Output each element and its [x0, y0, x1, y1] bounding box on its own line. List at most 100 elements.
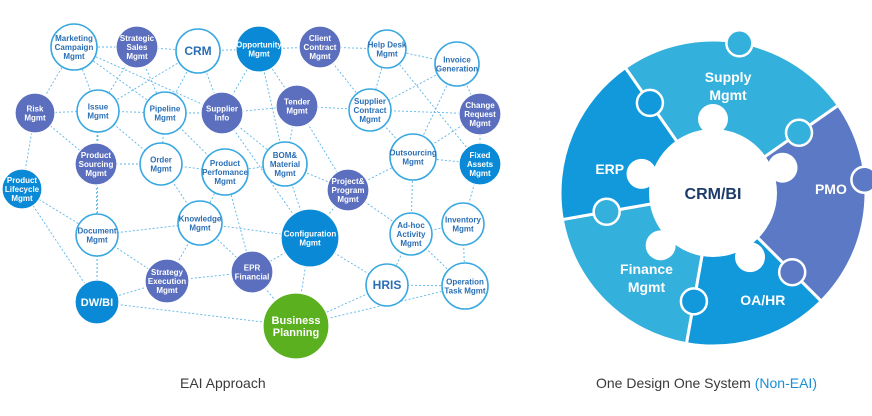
node-circle — [235, 25, 283, 73]
node-circle — [74, 142, 118, 186]
node-circle — [389, 133, 437, 181]
center-hub: CRM/BI — [626, 104, 798, 273]
node-label: Mgmt — [469, 169, 491, 178]
node-label: Program — [332, 186, 365, 195]
node-circle — [367, 29, 407, 69]
node-label: Fixed — [470, 151, 491, 160]
node-label: Knowledge — [179, 214, 222, 223]
node-label: Mgmt — [337, 195, 359, 204]
node-label: Mgmt — [376, 49, 398, 58]
node-label: Mgmt — [126, 52, 148, 61]
node-label: EPR — [244, 263, 261, 272]
node-label: Operation — [446, 277, 484, 286]
node-label: Mgmt — [150, 164, 172, 173]
node-label: Generation — [436, 64, 478, 73]
node-circle — [458, 92, 502, 136]
puzzle-knob — [679, 287, 709, 316]
node-label: Marketing — [55, 34, 93, 43]
node-circle — [275, 84, 319, 128]
center-hub-lobe — [626, 158, 657, 189]
node-label: Mgmt — [469, 119, 491, 128]
non-eai-caption-highlight: (Non-EAI) — [754, 375, 817, 391]
node-circle — [348, 88, 392, 132]
node-label: Strategic — [120, 34, 155, 43]
node-label: Execution — [148, 277, 186, 286]
node-circle — [262, 292, 330, 360]
node-circle — [1, 168, 43, 210]
node-circle — [50, 23, 98, 71]
node-label: Perfomance — [202, 168, 248, 177]
node-circle — [326, 168, 370, 212]
center-hub-circle — [649, 129, 777, 257]
node-label: Mgmt — [154, 113, 176, 122]
node-crm: CRM — [175, 28, 221, 74]
node-circle — [389, 212, 433, 256]
node-circle — [230, 250, 274, 294]
node-label: Document — [77, 226, 116, 235]
piece-label-finance: Mgmt — [628, 279, 666, 295]
node-label: Pipeline — [150, 104, 181, 113]
node-label: Order — [150, 155, 172, 164]
connection-line — [309, 237, 388, 286]
connection-line — [166, 222, 201, 282]
node-label: Mgmt — [86, 235, 108, 244]
node-circle — [177, 200, 223, 246]
node-hris: HRIS — [365, 263, 409, 307]
node-circle — [75, 213, 119, 257]
node-label: Configuration — [284, 229, 337, 238]
puzzle-knob — [850, 165, 872, 194]
node-label: Mgmt — [156, 286, 178, 295]
node-label: Business — [272, 315, 321, 327]
node-label: Invoice — [443, 55, 471, 64]
node-circle — [74, 279, 120, 325]
node-circle — [14, 92, 56, 134]
node-label: Product — [210, 159, 241, 168]
node-label: Campaign — [55, 43, 94, 52]
node-label: HRIS — [373, 278, 402, 292]
eai-approach-caption: EAI Approach — [180, 375, 266, 391]
node-circle — [298, 25, 342, 69]
node-label: Strategy — [151, 268, 184, 277]
node-label: Mgmt — [299, 238, 321, 247]
piece-label-oahr: OA/HR — [740, 292, 785, 308]
node-label: Mgmt — [309, 52, 331, 61]
piece-label-supply: Mgmt — [709, 87, 747, 103]
puzzle-knob — [635, 88, 665, 118]
node-circle — [175, 28, 221, 74]
node-label: Inventory — [445, 215, 482, 224]
node-label: Client — [309, 34, 332, 43]
node-circle — [434, 41, 480, 87]
node-label: Outsourcing — [389, 148, 437, 157]
node-circle — [365, 263, 409, 307]
center-hub-lobe — [735, 242, 765, 273]
node-label: Financial — [235, 272, 270, 281]
node-label: Mgmt — [402, 157, 424, 166]
node-label: Lifecycle — [5, 185, 40, 194]
node-label: Risk — [27, 104, 44, 113]
node-circle — [441, 262, 489, 310]
connection-line — [97, 110, 166, 114]
node-label: Assets — [467, 160, 494, 169]
node-label: Issue — [88, 102, 109, 111]
piece-label-finance: Finance — [620, 261, 673, 277]
node-label: Sales — [127, 43, 148, 52]
node-label: Mgmt — [400, 239, 422, 248]
puzzle-knob — [592, 197, 621, 227]
node-label: Mgmt — [359, 115, 381, 124]
